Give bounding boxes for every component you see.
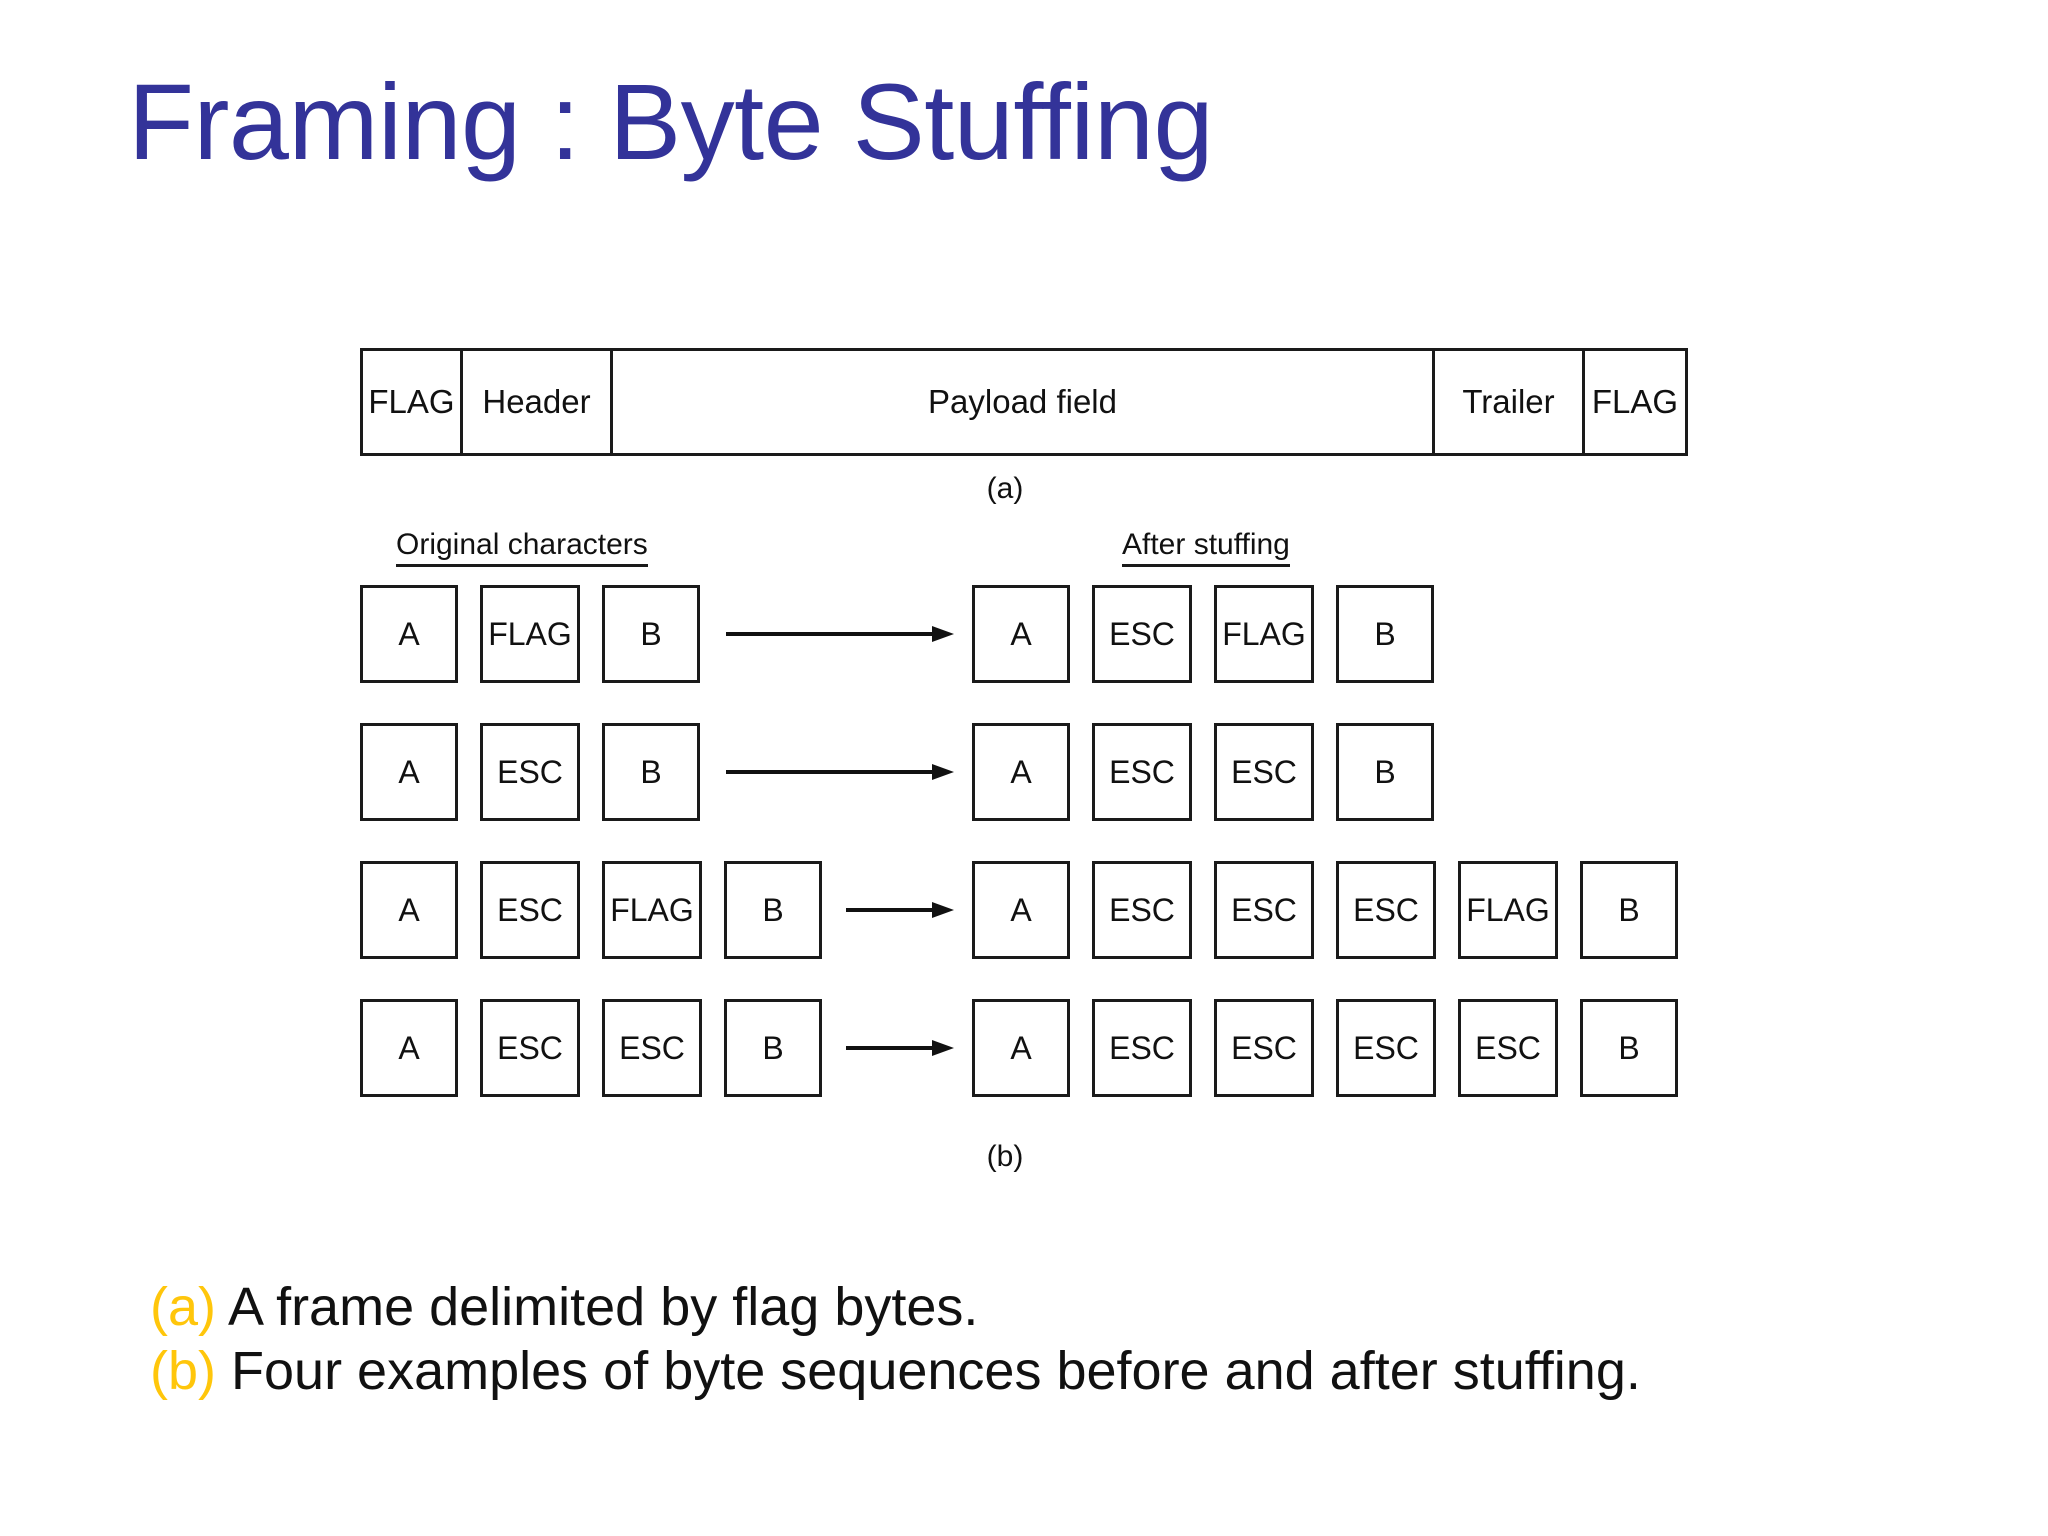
caption-line-a: (a) A frame delimited by flag bytes. [150,1276,1980,1340]
byte-box: B [724,861,822,959]
page-title: Framing : Byte Stuffing [128,61,1214,182]
frame-cell-flag-right: FLAG [1591,383,1679,420]
figure-a-label-text: (a) [986,472,1024,505]
right-arrow-icon [846,1037,954,1059]
byte-box: FLAG [1214,585,1314,683]
figure-b-label: (b) [0,1140,2048,1174]
frame-cell-header: Header [463,351,613,453]
figure-b-label-text: (b) [986,1140,1024,1173]
byte-box: FLAG [1458,861,1558,959]
caption-tag-b: (b) [150,1340,216,1401]
caption-text-b: Four examples of byte sequences before a… [231,1340,1641,1401]
byte-box: ESC [1336,999,1436,1097]
byte-box: ESC [1458,999,1558,1097]
byte-box: B [1580,861,1678,959]
byte-box: B [602,723,700,821]
right-arrow-icon [726,761,954,783]
frame-cell-flag-left: FLAG [363,351,463,453]
caption-tag-a: (a) [150,1277,216,1337]
byte-box: A [972,723,1070,821]
byte-box: ESC [1214,723,1314,821]
byte-box: ESC [1214,999,1314,1097]
column-heading-original-characters: Original characters [396,528,648,567]
byte-box: ESC [1336,861,1436,959]
byte-box: A [360,585,458,683]
figure-a-label: (a) [0,472,2048,506]
byte-box: ESC [1214,861,1314,959]
byte-box: B [1580,999,1678,1097]
byte-box: A [972,585,1070,683]
byte-box: ESC [480,861,580,959]
byte-box: FLAG [480,585,580,683]
byte-box: A [360,723,458,821]
caption-block: (a) A frame delimited by flag bytes. (b)… [150,1276,1980,1403]
byte-box: ESC [1092,861,1192,959]
frame-cell-payload: Payload field [613,351,1435,453]
byte-box: A [972,999,1070,1097]
byte-box: ESC [480,723,580,821]
byte-box: ESC [1092,585,1192,683]
byte-box: FLAG [602,861,702,959]
caption-line-b: (b) Four examples of byte sequences befo… [150,1340,1980,1404]
frame-layout-diagram: FLAG Header Payload field Trailer FLAG [360,348,1688,456]
byte-box: B [602,585,700,683]
caption-text-a: A frame delimited by flag bytes. [228,1277,979,1337]
byte-box: A [360,861,458,959]
column-heading-after-stuffing: After stuffing [1122,528,1290,567]
byte-box: B [1336,723,1434,821]
byte-box: B [724,999,822,1097]
frame-cell-trailer: Trailer [1435,351,1585,453]
byte-box: ESC [1092,999,1192,1097]
right-arrow-icon [726,623,954,645]
byte-box: B [1336,585,1434,683]
right-arrow-icon [846,899,954,921]
byte-box: A [360,999,458,1097]
byte-box: A [972,861,1070,959]
byte-box: ESC [1092,723,1192,821]
byte-box: ESC [602,999,702,1097]
byte-box: ESC [480,999,580,1097]
